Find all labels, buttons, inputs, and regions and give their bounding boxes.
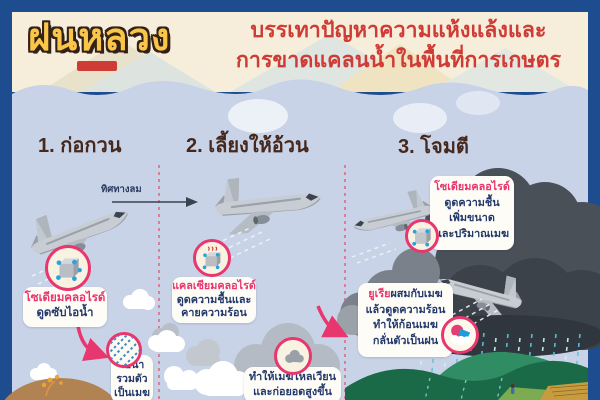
chemical-action: เพิ่มขนาด — [449, 212, 495, 224]
rain-over-hills — [424, 377, 503, 400]
chemical-bag-icon — [45, 245, 91, 291]
page-title: ฝนหลวง — [28, 17, 171, 59]
calcium-chloride-label-step2: แคลเซียมคลอไรด์ ดูดความชื้นและ คายความร้… — [172, 277, 256, 323]
step-heading-1: 1. ก่อกวน — [38, 135, 122, 157]
background-cloud-puffs — [228, 91, 500, 133]
spray-trail-fatten — [215, 226, 273, 259]
chemical-name: โซเดียมคลอไรด์ — [24, 292, 106, 304]
title-underline — [77, 61, 117, 71]
chemical-name: แคลเซียมคลอไรด์ — [172, 280, 256, 292]
brown-hill — [4, 374, 116, 400]
urea-line: ทำให้ก้อนเมฆ — [373, 319, 438, 331]
chemical-name: โซเดียมคลอไรด์ — [434, 181, 510, 193]
vapor-pattern-icon — [106, 332, 142, 368]
chemical-action: และปริมาณเมฆ — [434, 227, 510, 240]
header-backdrop — [12, 12, 588, 92]
urea-line: กลั่นตัวเป็นฝน — [372, 334, 439, 347]
chemical-action: ดูดความชื้นและ — [176, 293, 252, 306]
chemical-action: ดูดซับไอน้ำ — [36, 307, 94, 319]
subtitle-line-2: การขาดแคลนน้ำในพื้นที่การเกษตร — [235, 48, 562, 72]
small-clouds-step1 — [30, 289, 198, 390]
step-heading-2: 2. เลี้ยงให้อ้วน — [186, 135, 309, 157]
cloud-note: และก่อยอดสูงขึ้น — [253, 386, 332, 398]
spray-trail-seed — [351, 242, 397, 264]
cloud-circulation-label: ทำให้เมฆไหลเวียน และก่อยอดสูงขึ้น — [244, 367, 341, 400]
vapor-line: เป็นเมฆ — [114, 387, 150, 399]
subtitle: บรรเทาปัญหาความแห้งแล้งและ การขาดแคลนน้ำ… — [207, 15, 590, 75]
chemical-name: ยูเรีย — [368, 288, 391, 300]
urea-line: แล้วดูดความร้อน — [365, 303, 446, 316]
wind-direction-label: ทิศทางลม — [101, 184, 142, 195]
cloud-note: ทำให้เมฆไหลเวียน — [248, 371, 336, 383]
farmer-figure — [510, 384, 515, 394]
green-hills — [345, 351, 589, 400]
chemical-action: ดูดความชื้น — [444, 196, 500, 209]
pink-curved-arrow-icon — [76, 305, 349, 361]
chemical-action: คายความร้อน — [181, 307, 247, 319]
cloud-icon — [274, 337, 312, 375]
spray-trail-attack — [451, 298, 501, 329]
urea-line-1: ยูเรียผสมกับเมฆ — [368, 288, 443, 300]
sodium-chloride-label-step1: โซเดียมคลอไรด์ ดูดซับไอน้ำ — [23, 287, 107, 327]
urea-label: ยูเรียผสมกับเมฆ แล้วดูดความร้อน ทำให้ก้อ… — [358, 283, 453, 357]
chemical-bag-icon — [405, 219, 439, 253]
subtitle-line-1: บรรเทาปัญหาความแห้งแล้งและ — [250, 18, 547, 42]
sodium-chloride-label-step3: โซเดียมคลอไรด์ ดูดความชื้น เพิ่มขนาด และ… — [430, 176, 514, 250]
vapor-line: รวมตัว — [116, 373, 148, 385]
urea-cloud-icon — [441, 316, 479, 354]
step-heading-3: 3. โจมตี — [398, 136, 469, 158]
chemical-bag-heat-icon — [193, 239, 231, 277]
wind-arrow-icon — [112, 197, 198, 207]
